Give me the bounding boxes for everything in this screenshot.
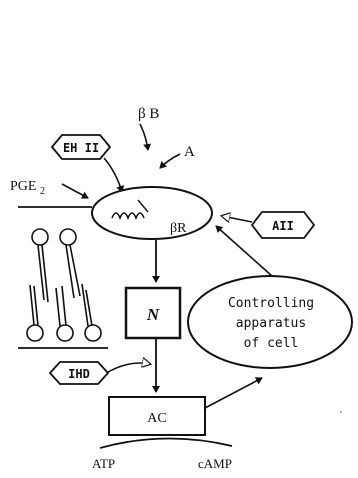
n-protein-box: N — [126, 288, 180, 338]
camp-label: cAMP — [198, 456, 232, 471]
eh-ii-arrow — [104, 158, 122, 192]
beta-b-arrow — [140, 124, 148, 150]
a-ii-label: AII — [272, 219, 294, 233]
a-ii-arrow — [222, 216, 252, 222]
beta-receptor: βR — [92, 187, 212, 239]
pge2-arrow — [62, 184, 88, 198]
beta-b-label: β B — [138, 106, 159, 122]
pge2-label-text: PGE — [10, 179, 36, 194]
beta-r-label: βR — [170, 221, 187, 236]
ac-to-controller-arrow — [205, 378, 262, 408]
eh-ii-label: EH II — [63, 141, 99, 155]
eh-ii-hexagon: EH II — [52, 135, 110, 159]
controlling-apparatus: Controlling apparatus of cell — [188, 276, 352, 368]
atp-camp-arc — [100, 438, 232, 448]
ihd-arrow — [108, 363, 150, 372]
controller-line-3: of cell — [244, 336, 299, 351]
controller-line-1: Controlling — [228, 296, 314, 311]
pge2-subscript: 2 — [40, 186, 45, 197]
a-label: A — [184, 144, 195, 160]
n-label: N — [146, 305, 160, 324]
ihd-hexagon: IHD — [50, 362, 108, 384]
a-ii-hexagon: AII — [252, 212, 314, 238]
controller-line-2: apparatus — [236, 316, 306, 331]
pge2-label: PGE 2 — [10, 179, 45, 197]
ac-label: AC — [147, 411, 166, 426]
atp-label: ATP — [92, 456, 115, 471]
phospholipid-layer — [27, 229, 101, 341]
ihd-label: IHD — [68, 367, 90, 381]
speck: , — [340, 405, 342, 414]
a-arrow — [160, 154, 180, 168]
ac-box: AC — [109, 397, 205, 435]
